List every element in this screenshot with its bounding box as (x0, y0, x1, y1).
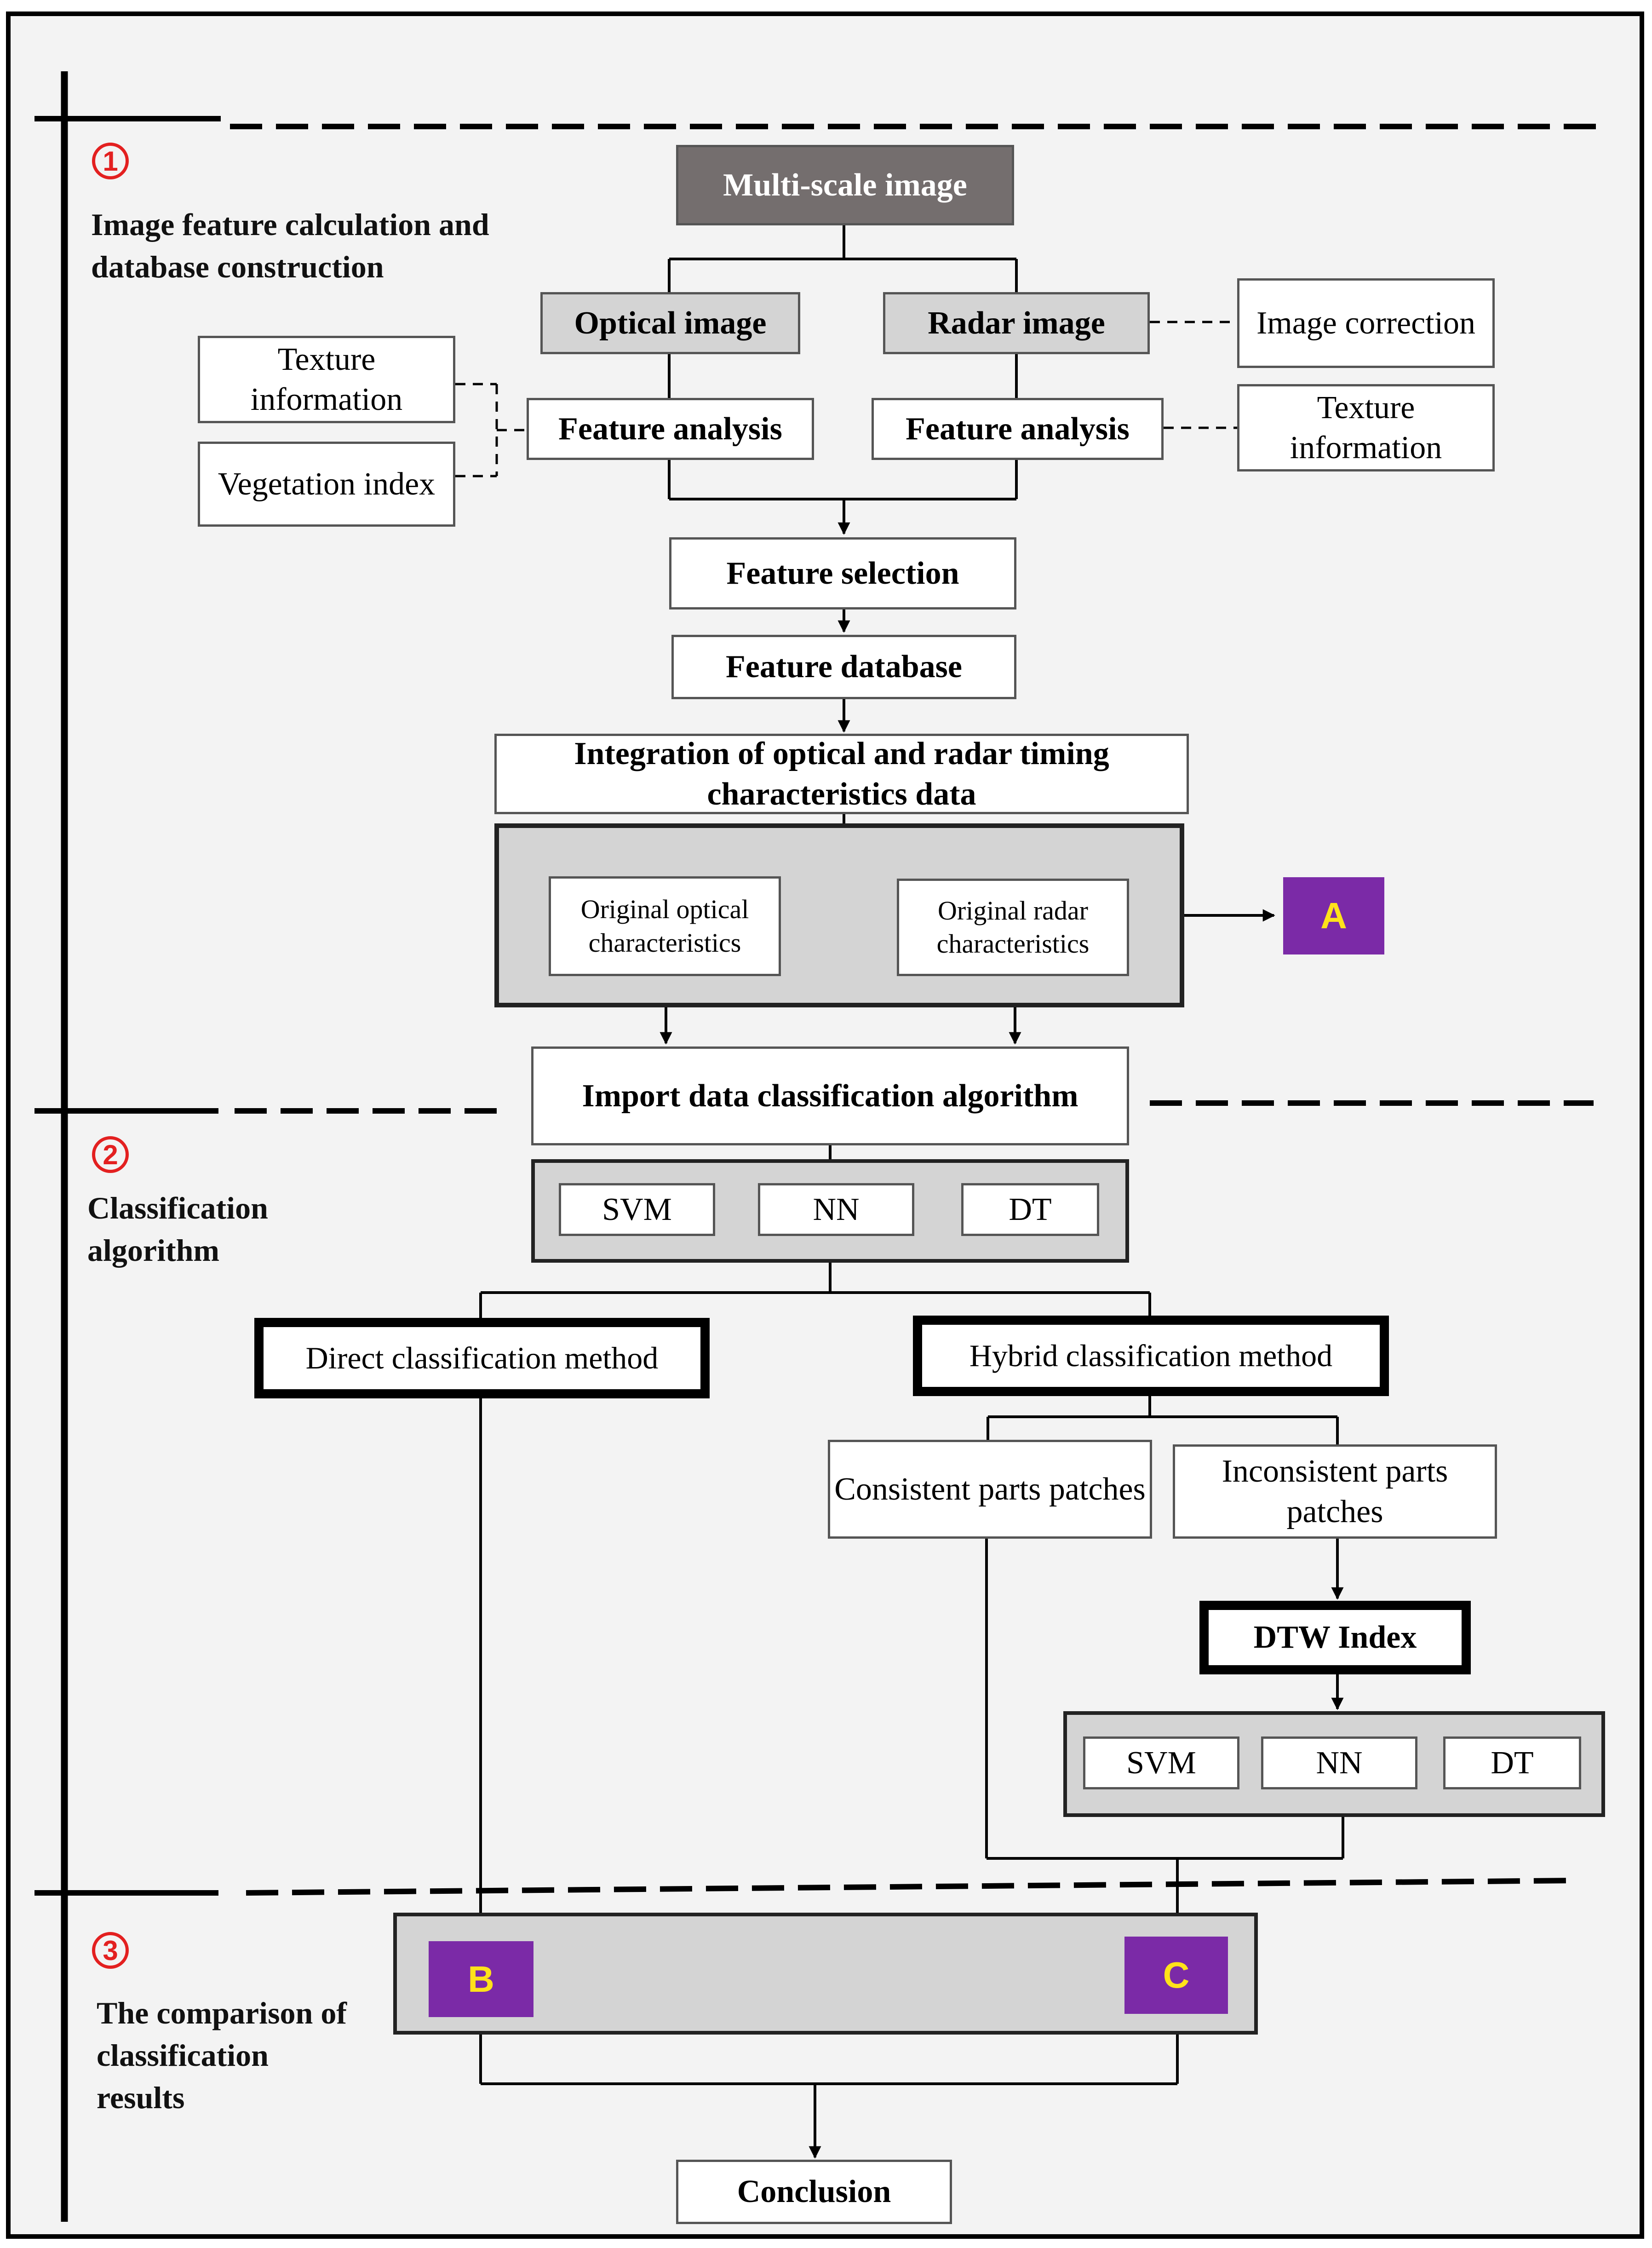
direct-classification-method-node: Direct classification method (254, 1318, 710, 1398)
section-2-number: 2 (92, 1136, 129, 1173)
conclusion-node: Conclusion (676, 2160, 952, 2224)
vegetation-index-node: Vegetation index (198, 442, 455, 527)
hybrid-classification-method-node: Hybrid classification method (913, 1316, 1389, 1396)
inconsistent-patches-node: Inconsistent parts patches (1173, 1444, 1497, 1539)
dt-classifier-1: DT (961, 1183, 1099, 1236)
multi-scale-image-node: Multi-scale image (676, 145, 1014, 225)
svm-classifier-1: SVM (559, 1183, 715, 1236)
dt-classifier-2: DT (1443, 1736, 1581, 1789)
marker-c: C (1124, 1937, 1228, 2014)
integration-node: Integration of optical and radar timing … (494, 734, 1189, 814)
results-comparison-group (393, 1913, 1258, 2035)
image-correction-node: Image correction (1237, 278, 1495, 368)
section-3-number: 3 (92, 1932, 129, 1969)
original-radar-node: Original radar characteristics (897, 879, 1129, 976)
nn-classifier-1: NN (758, 1183, 914, 1236)
radar-image-node: Radar image (883, 292, 1150, 354)
marker-a: A (1283, 877, 1384, 954)
texture-information-right-node: Texture information (1237, 384, 1495, 471)
texture-information-left-node: Texture information (198, 336, 455, 423)
feature-analysis-optical-node: Feature analysis (527, 398, 814, 460)
dtw-index-node: DTW Index (1199, 1601, 1471, 1674)
feature-database-node: Feature database (671, 635, 1016, 699)
feature-analysis-radar-node: Feature analysis (872, 398, 1164, 460)
section-3-divider-dashed (246, 1878, 1578, 1896)
section-1-number-text: 1 (103, 145, 118, 177)
section-2-number-text: 2 (103, 1139, 118, 1170)
svm-classifier-2: SVM (1083, 1736, 1239, 1789)
section-2-title: Classification algorithm (87, 1190, 268, 1268)
section-3-title: The comparison of classification results (97, 1995, 347, 2115)
optical-image-node: Optical image (540, 292, 800, 354)
section-1-number: 1 (92, 143, 129, 179)
import-algorithm-node: Import data classification algorithm (531, 1046, 1129, 1145)
nn-classifier-2: NN (1261, 1736, 1417, 1789)
marker-b: B (429, 1941, 533, 2017)
section-3-number-text: 3 (103, 1935, 118, 1966)
consistent-patches-node: Consistent parts patches (828, 1440, 1152, 1539)
section-1-title: Image feature calculation and database c… (91, 207, 489, 284)
original-optical-node: Original optical characteristics (549, 876, 781, 976)
feature-selection-node: Feature selection (669, 537, 1016, 609)
